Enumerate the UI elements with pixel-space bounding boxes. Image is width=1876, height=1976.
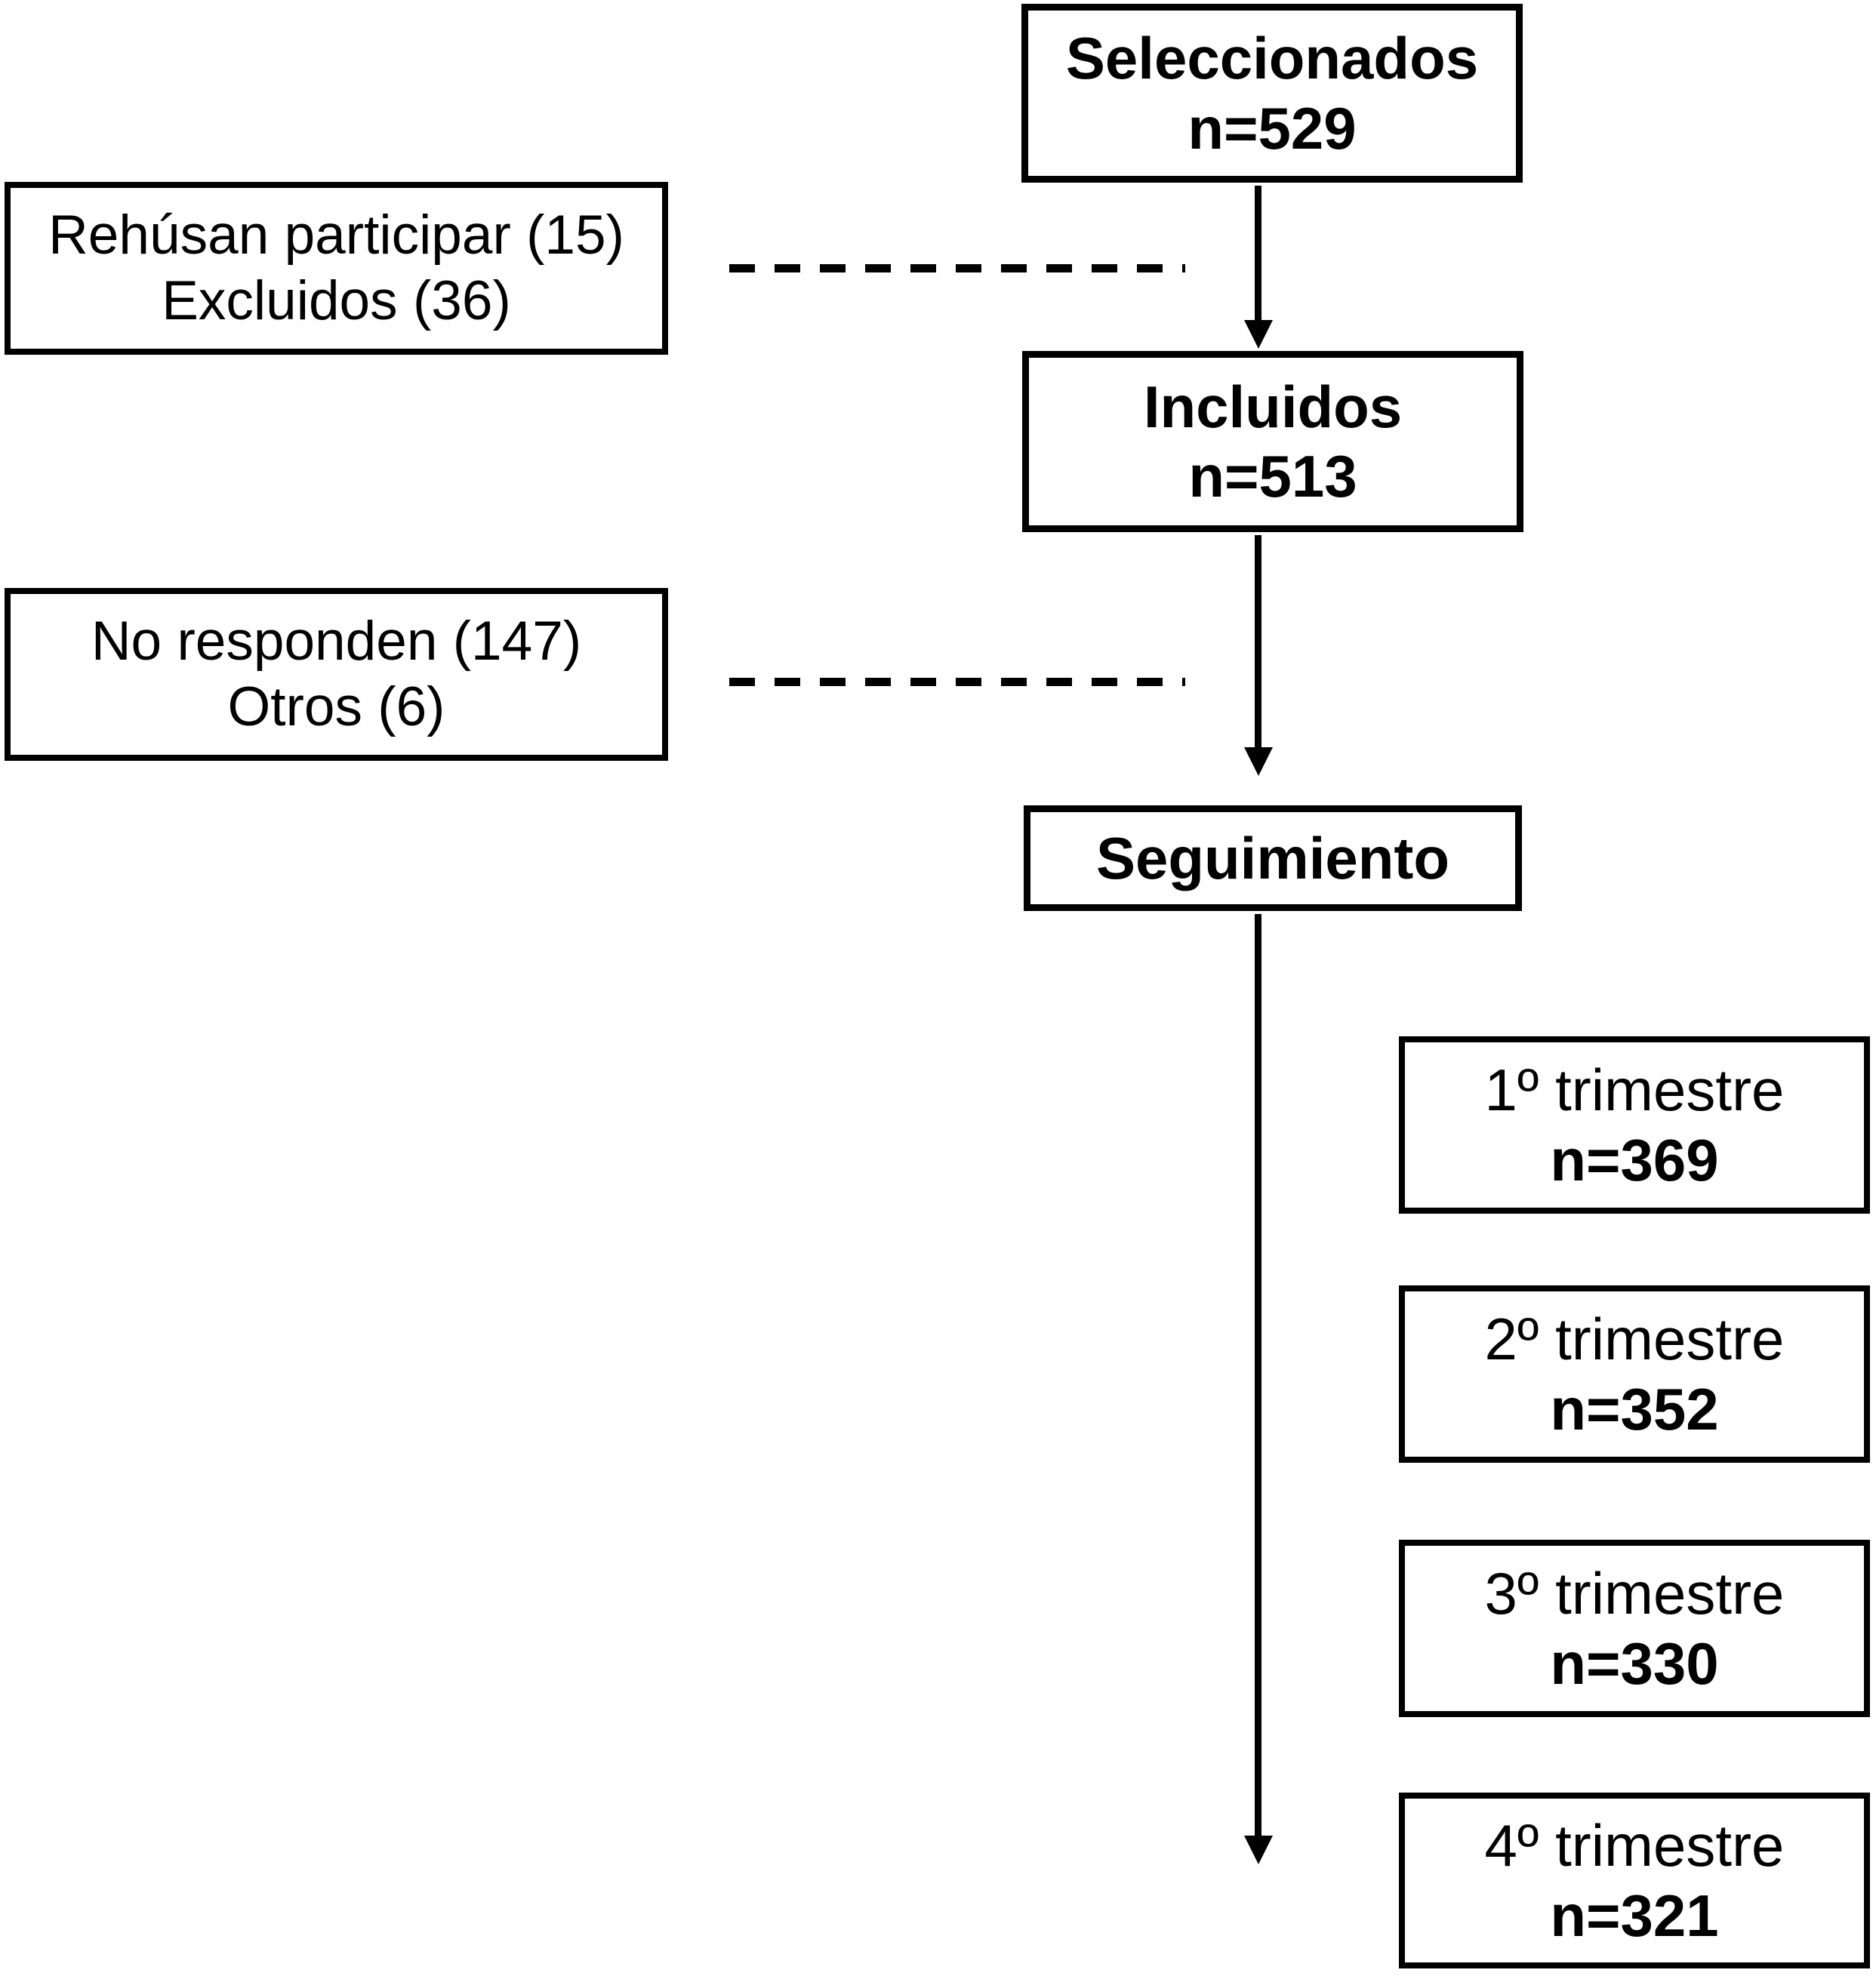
- node-incluidos: Incluidos n=513: [1022, 351, 1523, 532]
- node-exclusiones-1-line2: Excluidos (36): [162, 269, 511, 331]
- node-trimestre-4-label: 4º trimestre: [1484, 1812, 1785, 1879]
- node-incluidos-count: n=513: [1188, 443, 1357, 509]
- node-exclusiones-2-line1: No responden (147): [91, 611, 582, 673]
- node-trimestre-4: 4º trimestre n=321: [1399, 1793, 1870, 1968]
- arrow-seguimiento-followup-line: [1255, 914, 1261, 1838]
- arrow-incluidos-seguimiento-line: [1255, 535, 1261, 749]
- arrow-seleccionados-incluidos-line: [1255, 186, 1261, 322]
- arrow-seguimiento-followup-head-icon: [1244, 1836, 1273, 1864]
- node-incluidos-title: Incluidos: [1143, 373, 1403, 440]
- node-exclusiones-1-line1: Rehúsan participar (15): [48, 205, 624, 266]
- node-trimestre-1-count: n=369: [1550, 1126, 1719, 1193]
- node-trimestre-3: 3º trimestre n=330: [1399, 1540, 1870, 1717]
- arrow-seleccionados-incluidos-head-icon: [1244, 320, 1273, 349]
- node-trimestre-1: 1º trimestre n=369: [1399, 1036, 1870, 1214]
- node-exclusiones-2-line2: Otros (6): [227, 676, 445, 737]
- node-exclusiones-1: Rehúsan participar (15) Excluidos (36): [5, 182, 668, 355]
- node-seleccionados-title: Seleccionados: [1065, 25, 1479, 92]
- node-trimestre-3-count: n=330: [1550, 1630, 1719, 1697]
- node-trimestre-4-count: n=321: [1550, 1882, 1719, 1949]
- node-trimestre-2: 2º trimestre n=352: [1399, 1285, 1870, 1463]
- arrow-incluidos-seguimiento-head-icon: [1244, 747, 1273, 776]
- node-trimestre-3-label: 3º trimestre: [1484, 1560, 1785, 1627]
- node-seguimiento: Seguimiento: [1024, 805, 1522, 911]
- node-seleccionados: Seleccionados n=529: [1021, 4, 1523, 183]
- dashed-connector-exclusiones-2: [729, 678, 1185, 686]
- node-trimestre-1-label: 1º trimestre: [1484, 1057, 1785, 1124]
- node-exclusiones-2: No responden (147) Otros (6): [5, 588, 668, 761]
- node-seleccionados-count: n=529: [1188, 94, 1357, 162]
- node-trimestre-2-label: 2º trimestre: [1484, 1306, 1785, 1373]
- node-trimestre-2-count: n=352: [1550, 1375, 1719, 1442]
- node-seguimiento-title: Seguimiento: [1095, 824, 1450, 891]
- dashed-connector-exclusiones-1: [729, 264, 1185, 272]
